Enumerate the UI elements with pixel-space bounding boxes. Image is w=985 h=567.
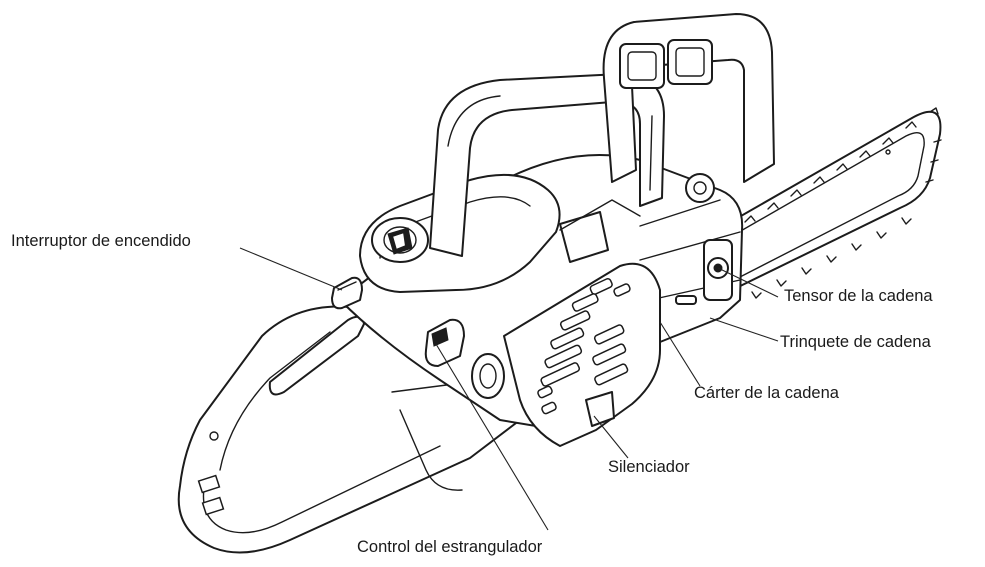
leader-power-switch (239, 247, 343, 291)
leader-choke (435, 343, 549, 531)
front-handle (429, 73, 665, 263)
tensioner-knob (703, 239, 733, 301)
leader-muffler (593, 415, 629, 459)
ignition-switch (331, 276, 363, 310)
leader-chain-cover (659, 321, 701, 387)
label-power-switch: Interruptor de encendido (11, 232, 191, 250)
side-knob (471, 353, 505, 399)
guide-bar (719, 107, 942, 299)
choke-knob (424, 318, 465, 367)
label-chain-cover: Cárter de la cadena (694, 384, 840, 402)
muffler-housing (503, 262, 661, 447)
leader-chain-tensioner (717, 267, 779, 298)
leader-chain-catcher (709, 317, 779, 342)
chain-teeth (744, 107, 942, 299)
callout-labels: Interruptor de encendido Tensor de la ca… (11, 232, 933, 556)
label-chain-catcher: Trinquete de cadena (780, 333, 932, 351)
cooling-vents (537, 277, 631, 415)
hand-guard (602, 13, 775, 203)
label-chain-tensioner: Tensor de la cadena (784, 287, 933, 305)
label-muffler: Silenciador (608, 458, 690, 476)
leader-lines (239, 247, 779, 531)
fuel-cap (371, 217, 429, 263)
label-choke-control: Control del estrangulador (357, 538, 543, 556)
